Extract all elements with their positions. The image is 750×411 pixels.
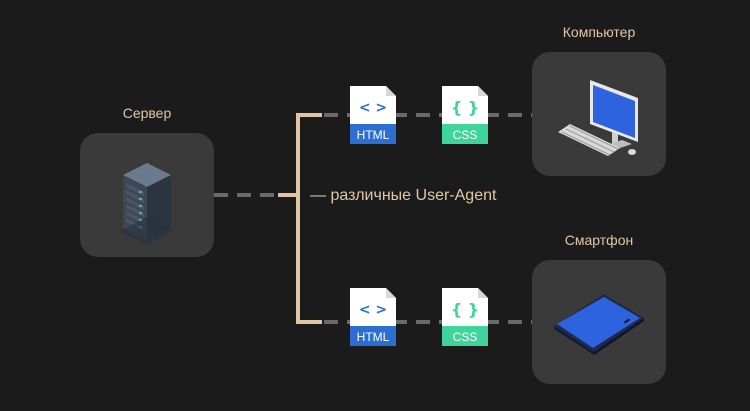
- css-label: CSS: [453, 330, 478, 344]
- bracket-line: [296, 113, 322, 324]
- user-agent-caption: — различные User-Agent: [310, 187, 497, 204]
- html-glyph: < >: [359, 100, 387, 116]
- css-glyph: { }: [451, 300, 479, 319]
- server-rack-icon: [120, 163, 174, 245]
- css-file-icon-top: { } CSS: [442, 86, 488, 144]
- server-label: Сервер: [122, 105, 172, 121]
- smartphone-tile: [532, 260, 666, 384]
- css-glyph: { }: [451, 98, 479, 117]
- desktop-computer-icon: [558, 80, 638, 156]
- smartphone-label: Смартфон: [564, 232, 634, 248]
- html-file-icon-bottom: < > HTML: [350, 288, 396, 346]
- computer-tile: [532, 52, 666, 176]
- css-label: CSS: [453, 128, 478, 142]
- html-glyph: < >: [359, 302, 387, 318]
- html-label: HTML: [357, 330, 390, 344]
- css-file-icon-bottom: { } CSS: [442, 288, 488, 346]
- html-file-icon-top: < > HTML: [350, 86, 396, 144]
- html-label: HTML: [357, 128, 390, 142]
- server-tile: [80, 133, 214, 257]
- computer-label: Компьютер: [562, 24, 636, 40]
- smartphone-icon: [554, 294, 644, 355]
